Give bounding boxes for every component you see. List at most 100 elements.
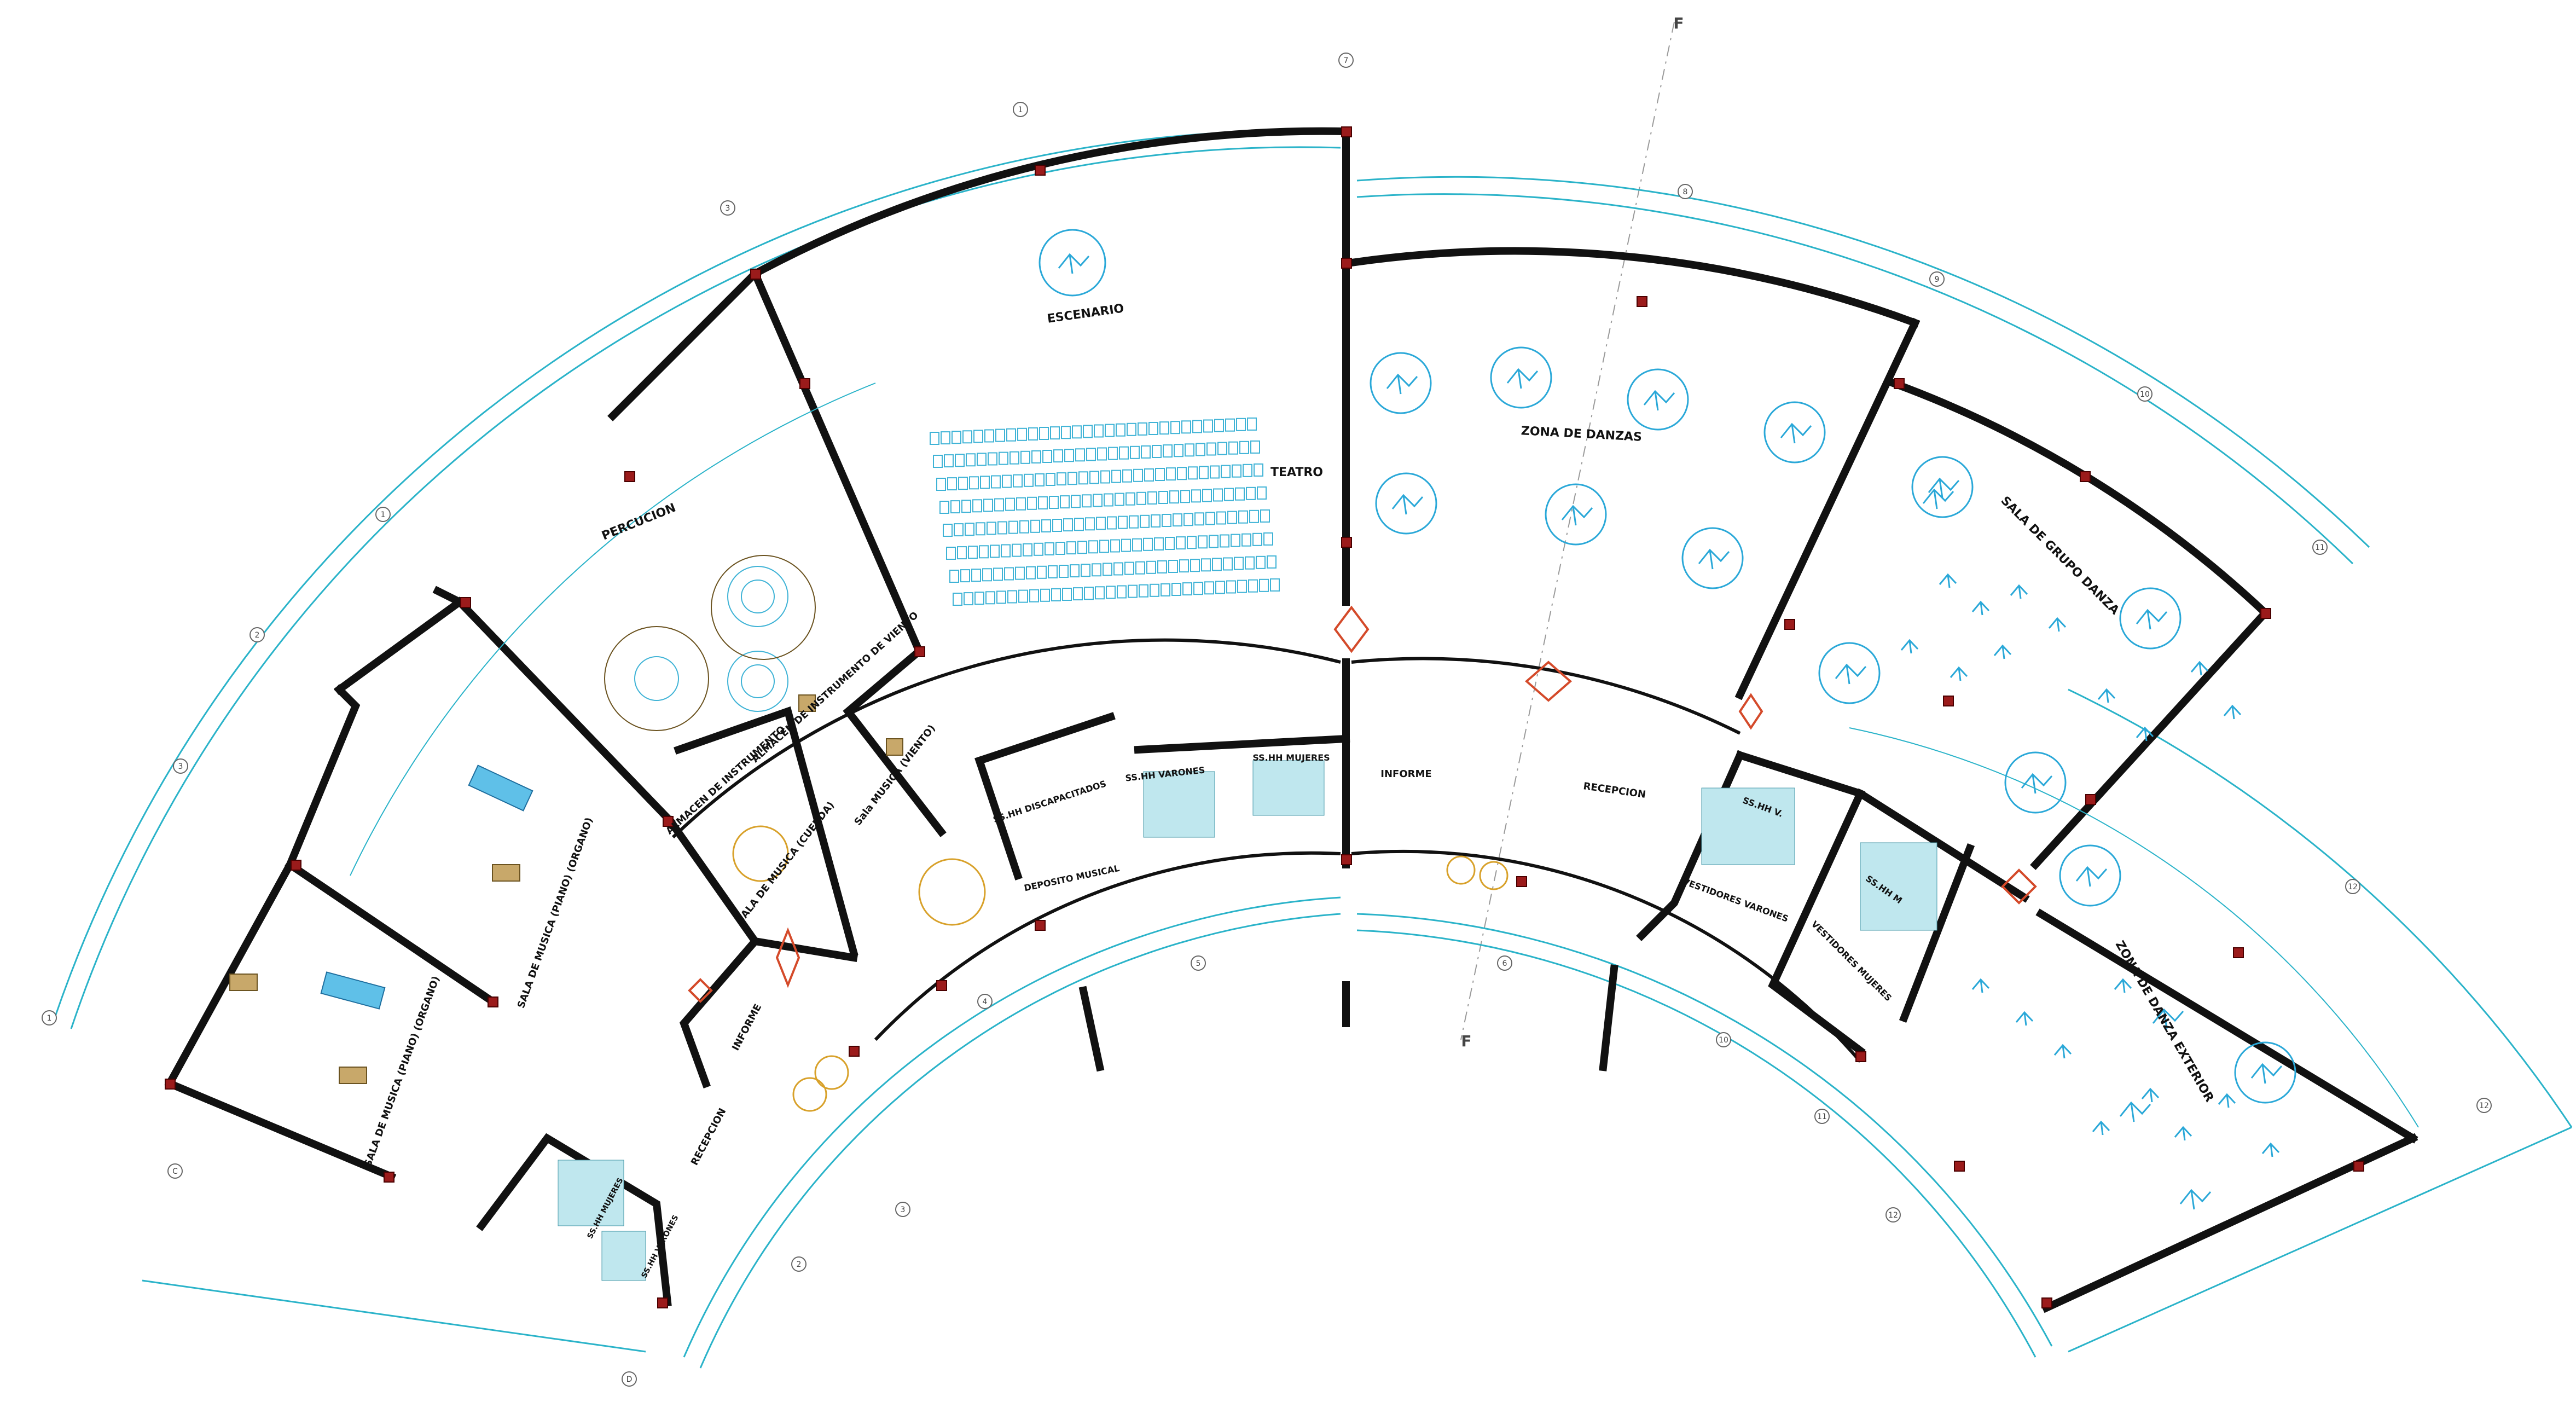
theater-seat — [1187, 536, 1197, 549]
column — [624, 471, 635, 482]
grid-axis-bubble — [895, 1202, 910, 1217]
theater-seat — [1016, 497, 1026, 511]
grid-axis-label: 10 — [2140, 390, 2150, 399]
grid-axis-bubble — [42, 1010, 57, 1026]
theater-seat — [1113, 562, 1123, 576]
theater-seat — [1260, 509, 1270, 523]
room-label-sshh-discapacitados: SS.HH DISCAPACITADOS — [991, 778, 1107, 825]
theater-seat — [962, 430, 972, 444]
theater-seat — [1209, 535, 1219, 548]
theater-seat — [1006, 428, 1016, 442]
theater-seat — [1179, 559, 1189, 573]
theater-seat — [1139, 584, 1148, 598]
theater-seat — [1227, 511, 1237, 524]
dancer-figure — [2021, 773, 2053, 794]
theater-seat — [1104, 493, 1113, 507]
theater-seat — [1127, 422, 1136, 436]
theater-seat — [1086, 448, 1096, 461]
theater-seat — [1059, 565, 1069, 578]
theater-seat — [988, 452, 997, 466]
room-label-zona-danza-exterior: ZONA DE DANZA EXTERIOR — [2113, 938, 2217, 1104]
column — [1035, 920, 1046, 931]
column — [2080, 471, 2091, 482]
theater-seat — [949, 570, 959, 583]
theater-seat — [1221, 465, 1231, 478]
column — [657, 1297, 668, 1308]
theater-seat — [1248, 579, 1258, 593]
grid-axis-bubble — [977, 994, 993, 1009]
theater-seat — [977, 453, 987, 466]
theater-seat — [1252, 532, 1262, 546]
grid-axis-label: 7 — [1344, 56, 1349, 65]
theater-seat — [946, 547, 956, 560]
dancer-figure — [2053, 1044, 2072, 1059]
sanitary-tile-zones — [558, 760, 1937, 1281]
theater-seat — [1092, 563, 1101, 577]
grid-axis-label: 8 — [1683, 188, 1688, 196]
dancer-figure — [2261, 1142, 2280, 1157]
dancer-figure — [1939, 573, 1957, 588]
theater-seat — [1130, 445, 1140, 459]
column — [2233, 947, 2244, 958]
theater-seat — [1206, 442, 1216, 456]
dancer-figure — [2114, 978, 2132, 993]
grid-axis-bubble — [1338, 53, 1354, 68]
grid-axis-label: 12 — [2479, 1102, 2489, 1110]
dance-circle — [1763, 401, 1826, 464]
section-mark-top: F — [1673, 14, 1684, 32]
grid-axis-label: 11 — [2315, 543, 2325, 552]
room-label-almacen-instrumento: ALMACEN DE INSTRUMENTO — [664, 723, 788, 837]
theater-seat — [953, 593, 962, 606]
theater-seat — [1110, 539, 1120, 553]
room-label-informe-1: INFORME — [730, 1002, 764, 1052]
dancer-figure — [1835, 663, 1867, 685]
dance-circle — [2004, 751, 2067, 814]
theater-seat — [982, 568, 992, 582]
dancer-figure — [2190, 661, 2209, 676]
theater-seat — [1171, 583, 1181, 596]
grid-axis-label: D — [626, 1375, 633, 1384]
theater-seat — [1107, 516, 1117, 530]
column — [1341, 258, 1352, 269]
theater-seat — [1008, 520, 1018, 534]
theater-seat — [1053, 449, 1063, 463]
theater-seat — [1163, 444, 1173, 458]
grid-axis-bubble — [250, 627, 265, 642]
grid-axis-label: 4 — [983, 998, 988, 1006]
theater-seat — [943, 524, 953, 537]
theater-seat — [1183, 513, 1193, 526]
column — [663, 816, 674, 827]
dance-circle — [1681, 527, 1744, 589]
dance-circle — [1627, 368, 1689, 431]
theater-seat — [1071, 495, 1081, 508]
room-label-vestidores-varones: VESTIDORES VARONES — [1681, 876, 1790, 924]
grid-axis-label: 1 — [1018, 106, 1023, 114]
theater-seat — [983, 499, 993, 512]
dancer-figure — [2092, 1120, 2110, 1135]
theater-seat — [1199, 466, 1209, 479]
dimension-arcs — [54, 130, 2573, 1369]
theater-seat — [995, 428, 1005, 442]
theater-seat — [1243, 464, 1252, 477]
grid-axis-bubble — [1716, 1032, 1731, 1047]
theater-seat — [979, 545, 989, 559]
theater-seat — [1085, 517, 1095, 531]
column — [2260, 608, 2271, 619]
theater-seat — [1029, 589, 1039, 602]
theater-seat — [1247, 417, 1257, 431]
room-label-teatro: TEATRO — [1270, 466, 1323, 479]
theater-seat — [997, 521, 1007, 535]
dancer-figure — [1971, 978, 1990, 993]
dancer-figure — [1993, 644, 2012, 659]
theater-seat — [1133, 468, 1143, 482]
theater-seat — [1035, 473, 1045, 486]
grid-axis-label: 1 — [47, 1014, 52, 1023]
theater-seat — [1009, 451, 1019, 465]
dancer-figure — [1971, 600, 1990, 616]
grid-axis-bubble — [167, 1163, 183, 1179]
dancer-figure — [2223, 704, 2242, 720]
section-line — [1460, 21, 1675, 1040]
theater-seat — [1045, 542, 1054, 555]
theater-seat — [1121, 538, 1131, 552]
theater-seat — [954, 523, 964, 537]
